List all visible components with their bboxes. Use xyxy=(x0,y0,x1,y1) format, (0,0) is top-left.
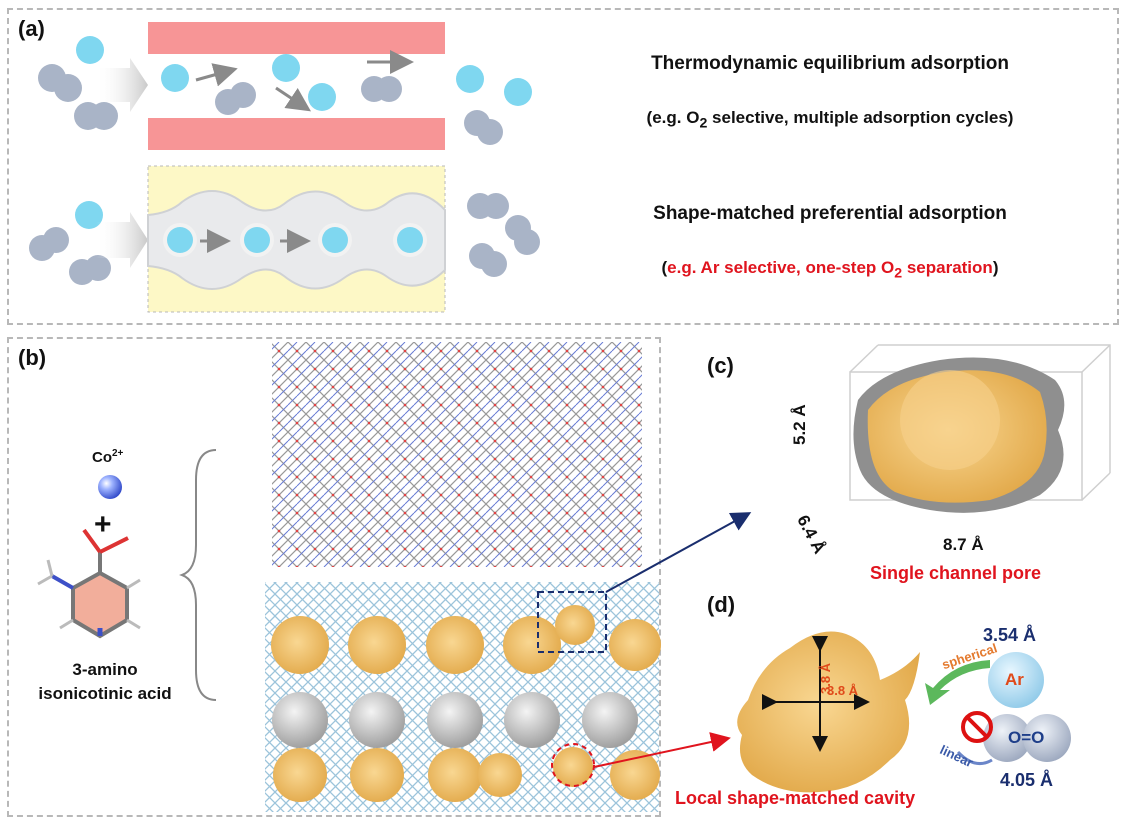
argon-size: 3.54 Å xyxy=(983,625,1037,645)
row2-subtitle: (e.g. Ar selective, one-step O2 separati… xyxy=(560,258,1100,281)
argon-label: Ar xyxy=(1005,670,1024,689)
framework-pores xyxy=(271,605,661,802)
pore-render-c xyxy=(849,344,1111,513)
cobalt-ion-ball xyxy=(98,475,122,499)
channel-selection-box xyxy=(537,591,607,653)
ligand-structure xyxy=(37,528,141,639)
panel-a-frame xyxy=(7,8,1119,325)
row1-inlet-molecules xyxy=(38,36,118,130)
argon-atom xyxy=(988,652,1044,708)
cavity-selection-circle xyxy=(551,743,595,787)
row1-subtitle-prefix: (e.g. O xyxy=(646,108,700,127)
row2-subtitle-close: ) xyxy=(992,258,999,277)
row1-subtitle-suffix: selective, multiple adsorption cycles) xyxy=(707,108,1014,127)
cavity-dim-horizontal: 3.8 Å xyxy=(827,683,859,698)
panel-label-c: (c) xyxy=(707,353,734,378)
ligand-name-line2: isonicotinic acid xyxy=(38,684,172,703)
row1-title: Thermodynamic equilibrium adsorption xyxy=(651,53,1009,74)
row1-top-wall xyxy=(148,22,445,54)
panel-d-caption: Local shape-matched cavity xyxy=(675,788,916,808)
pore-dim-horizontal: 8.7 Å xyxy=(943,535,984,554)
row1-subtitle: (e.g. O2 selective, multiple adsorption … xyxy=(560,108,1100,131)
cobalt-ion-charge: 2+ xyxy=(112,448,124,459)
row2-subtitle-red-subscript: 2 xyxy=(894,265,903,282)
row2-outlet-molecules xyxy=(467,193,540,277)
row1-outlet-molecules xyxy=(456,65,532,145)
oxygen-size: 4.05 Å xyxy=(1000,770,1054,790)
brace xyxy=(179,449,217,701)
arrow-to-panel-d xyxy=(593,732,731,768)
panel-label-a: (a) xyxy=(18,16,45,41)
cobalt-ion-label: Co2+ xyxy=(92,448,123,466)
linear-arrow-line xyxy=(956,750,993,766)
oxygen-label: O=O xyxy=(1008,728,1045,747)
framework-crystal-view xyxy=(272,342,642,567)
arrow-to-panel-c xyxy=(605,512,752,593)
pore-dim-vertical: 5.2 Å xyxy=(790,404,809,445)
row2-subtitle-open: ( xyxy=(661,258,668,277)
row1-bottom-wall xyxy=(148,118,445,150)
panel-b-frame xyxy=(7,337,661,817)
oxygen-molecule xyxy=(983,714,1071,762)
panel-c-caption: Single channel pore xyxy=(870,563,1042,583)
row2-subtitle-red-b: separation xyxy=(902,258,993,277)
panel-label-b: (b) xyxy=(18,345,47,370)
cobalt-ion-base: Co xyxy=(92,449,112,466)
row2-subtitle-red-a: e.g. Ar selective, one-step O xyxy=(667,258,895,277)
row1-channel-molecules xyxy=(161,50,414,115)
row2-channel-molecules xyxy=(163,223,427,257)
row2-flow-arrow xyxy=(96,212,148,268)
row2-title: Shape-matched preferential adsorption xyxy=(653,203,1007,224)
cavity-render-d xyxy=(737,631,920,793)
ligand-name-line1: 3-amino xyxy=(72,660,138,679)
panel-label-d: (d) xyxy=(707,592,736,617)
plus-sign: + xyxy=(94,508,112,541)
row1-flow-arrow xyxy=(96,58,148,112)
row1-subtitle-subscript: 2 xyxy=(699,115,708,132)
prohibited-icon xyxy=(961,711,993,743)
spherical-green-arrow xyxy=(925,660,990,705)
